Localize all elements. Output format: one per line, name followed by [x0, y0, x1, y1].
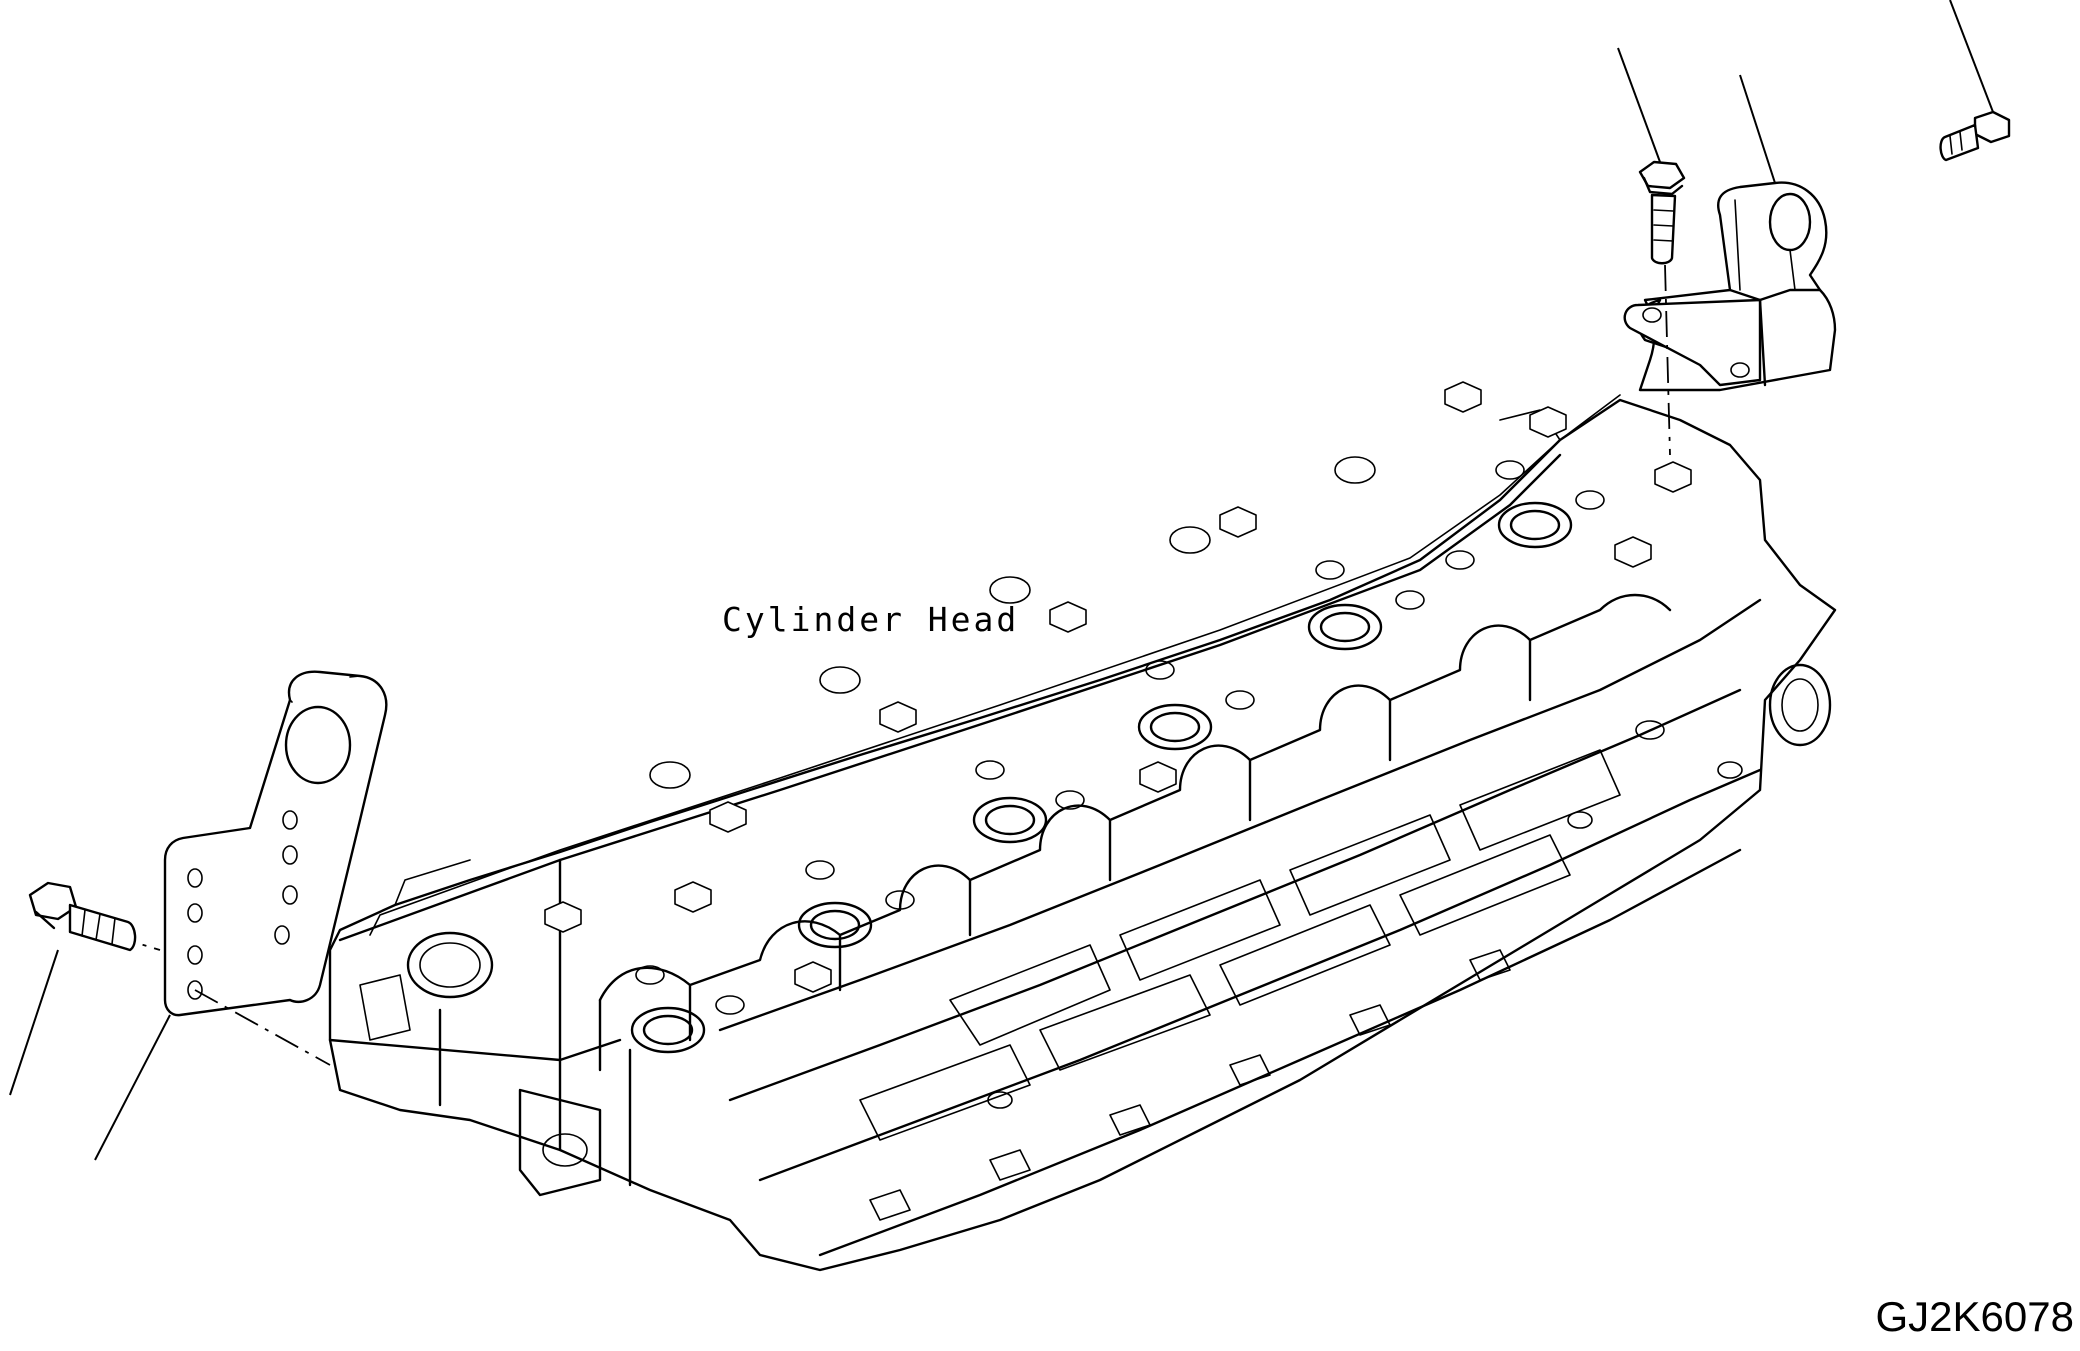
flange-bolt-icon [10, 883, 135, 1095]
flange-bolt-icon [1618, 48, 1684, 263]
rear-lifting-bracket-icon [1625, 75, 1835, 455]
front-lifting-bracket-icon [95, 672, 386, 1160]
cylinder-head-label: Cylinder Head [722, 600, 1020, 639]
flange-bolt-icon [1941, 0, 2009, 160]
cylinder-head-icon [330, 382, 1835, 1270]
figure-code: GJ2K6078 [1875, 1293, 2074, 1340]
